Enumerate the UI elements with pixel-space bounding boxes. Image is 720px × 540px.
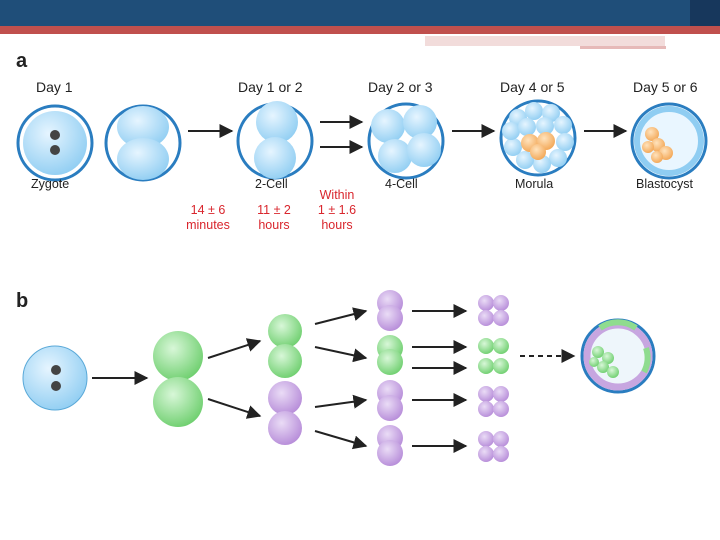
eight-cell-purple-2	[478, 386, 509, 417]
timing-2: 11 ± 2 hours	[250, 203, 298, 233]
two-cell-purple-pair-b	[268, 381, 302, 445]
timing-3-value2: 1 ± 1.6	[317, 203, 357, 217]
timing-3-value: Within	[319, 188, 355, 202]
timing-1-unit: minutes	[186, 218, 230, 232]
four-cell-purple-2	[377, 380, 403, 421]
two-cell-green-pair-b	[268, 314, 302, 378]
four-cell-purple-1	[377, 290, 403, 331]
header-accent-band-2	[580, 46, 666, 49]
arrow-b-3	[207, 398, 262, 419]
arrow-b-2	[207, 338, 262, 359]
zygote-embryo	[16, 104, 94, 182]
timing-2-value: 11 ± 2	[257, 203, 291, 217]
stage-label-blastocyst: Blastocyst	[636, 177, 693, 191]
zygote-b	[22, 345, 88, 411]
arrow-b-6	[314, 394, 368, 409]
eight-cell-green	[478, 338, 509, 374]
header-accent-band	[425, 36, 665, 46]
stage-label-morula: Morula	[515, 177, 554, 191]
day-label-1: Day 1	[36, 79, 73, 95]
blastocyst-embryo	[630, 102, 708, 180]
stage-label-zygote: Zygote	[31, 177, 70, 191]
timing-2-unit: hours	[258, 218, 290, 232]
cleaving-zygote-embryo	[104, 104, 182, 182]
day-label-5: Day 5 or 6	[633, 79, 698, 95]
panel-a-label: a	[16, 50, 28, 72]
header-bar	[0, 0, 720, 26]
timing-3: Within 1 ± 1.6 hours	[310, 188, 364, 233]
morula-embryo	[499, 99, 577, 177]
four-cell-embryo	[367, 102, 445, 180]
day-label-3: Day 2 or 3	[368, 79, 433, 95]
header-accent-line	[0, 26, 720, 34]
stage-label-4cell: 4-Cell	[385, 177, 418, 191]
arrow-b-5	[314, 346, 368, 363]
blastocyst-b	[580, 318, 656, 394]
stage-label-2cell: 2-Cell	[255, 177, 288, 191]
four-cell-purple-3	[377, 425, 403, 466]
eight-cell-purple-3	[478, 431, 509, 462]
timing-1-value: 14 ± 6	[190, 203, 226, 217]
day-label-4: Day 4 or 5	[500, 79, 565, 95]
arrow-b-7	[314, 430, 368, 450]
timing-3-unit: hours	[321, 218, 353, 232]
four-cell-green-purple	[377, 335, 403, 375]
panel-b-label: b	[16, 290, 29, 312]
timing-1: 14 ± 6 minutes	[182, 203, 234, 233]
two-cell-embryo	[236, 101, 314, 180]
day-label-2: Day 1 or 2	[238, 79, 303, 95]
eight-cell-purple-1	[478, 295, 509, 326]
two-cell-green-b	[153, 331, 203, 427]
arrow-b-4	[314, 307, 368, 325]
